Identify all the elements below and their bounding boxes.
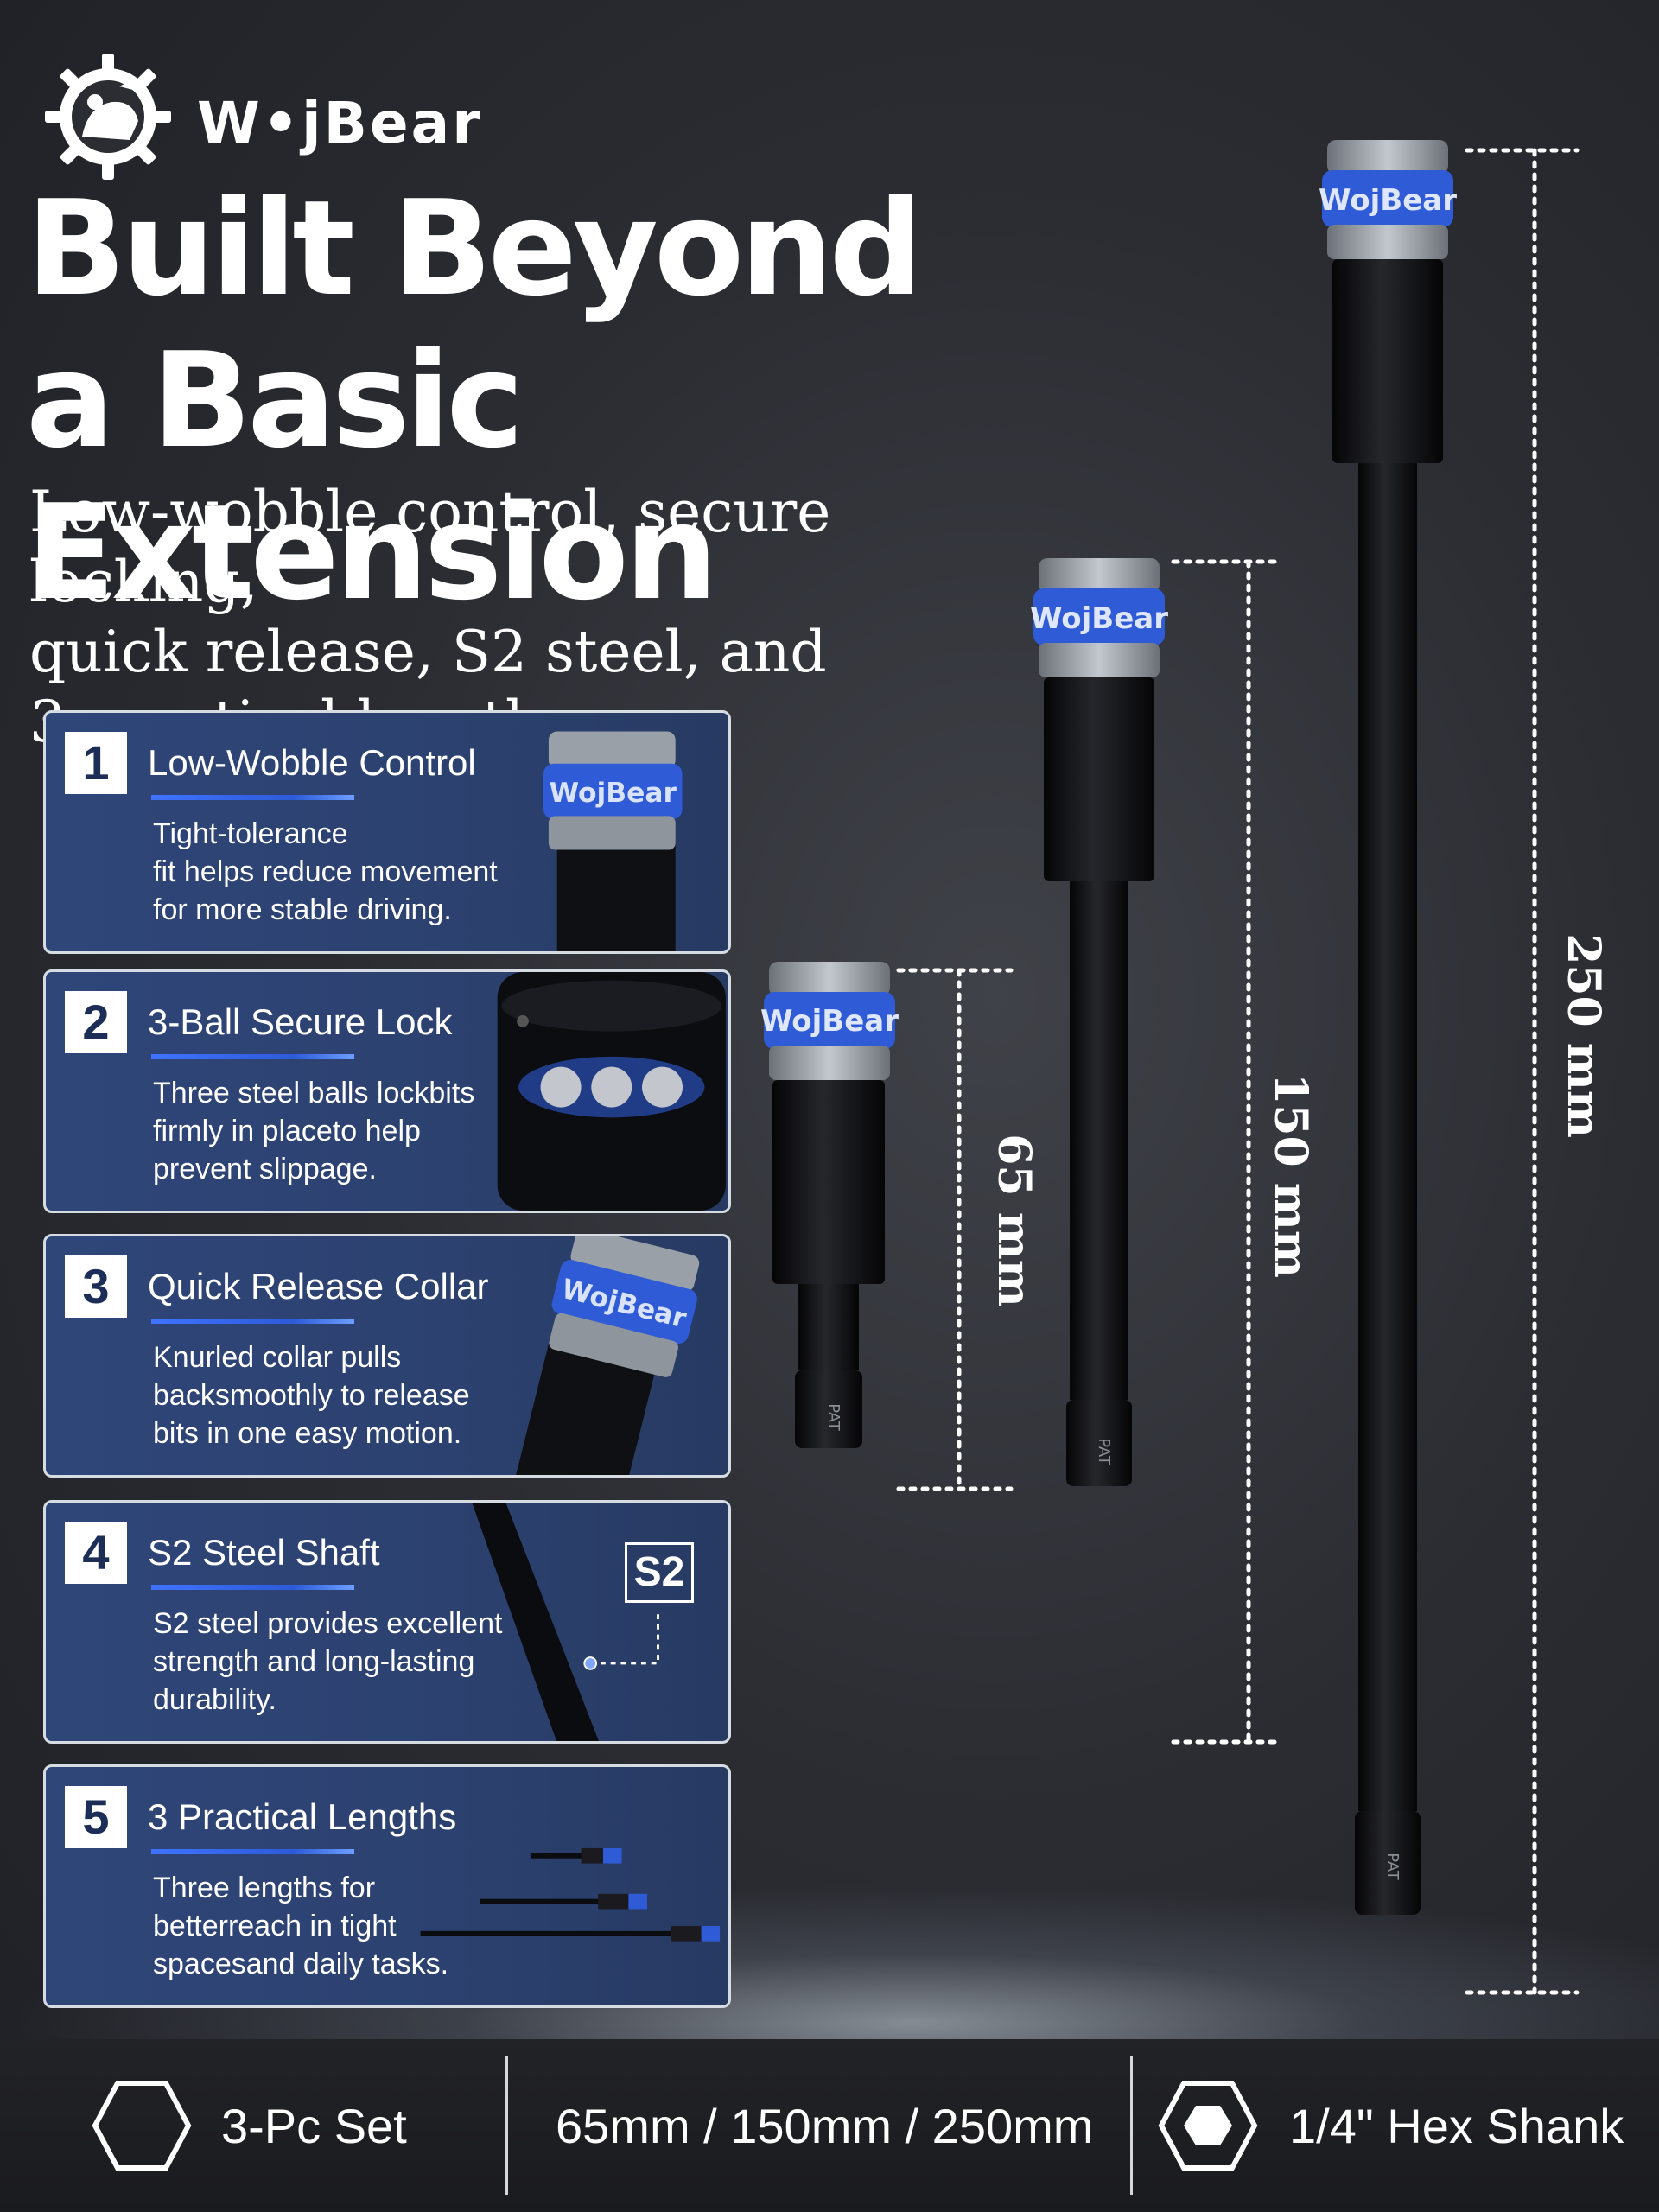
bear-gear-logo-icon <box>45 54 171 180</box>
feature-title-underline <box>151 1585 354 1590</box>
hexagon-outline-icon <box>92 2081 192 2171</box>
bottom-divider <box>1130 2056 1133 2195</box>
svg-text:WojBear: WojBear <box>1319 183 1457 218</box>
set-count-text: 3-Pc Set <box>221 2098 407 2153</box>
set-count-item: 3-Pc Set <box>90 2039 407 2212</box>
bottom-divider <box>505 2056 508 2195</box>
svg-text:WojBear: WojBear <box>760 1004 899 1039</box>
medium-extension-bar: WojBear PAT <box>1030 558 1168 1486</box>
svg-text:PAT: PAT <box>1383 1853 1402 1881</box>
feature-title: Quick Release Collar <box>148 1266 489 1306</box>
feature-title-underline <box>151 1319 354 1324</box>
dimension-label-65: 65 mm <box>987 1134 1040 1307</box>
feature-card-ball-lock: 2 3-Ball Secure Lock Three steel balls l… <box>43 969 731 1213</box>
brand-name: W•jBear <box>197 90 483 156</box>
feature-number: 5 <box>65 1786 127 1848</box>
s2-badge: S2 <box>625 1542 694 1603</box>
steel-shaft-image <box>472 1503 659 1741</box>
headline-line-2: a Basic Extension <box>26 324 718 629</box>
feature-title-underline <box>151 1849 354 1854</box>
subheadline-line-2: quick release, S2 steel, and <box>29 619 827 685</box>
feature-description: Three lengths for betterreach in tight s… <box>153 1872 449 1980</box>
dimension-label-150: 150 mm <box>1263 1073 1317 1278</box>
bottom-info-bar: 3-Pc Set 65mm / 150mm / 250mm 1/4" Hex S… <box>0 2039 1659 2212</box>
subheadline-line-1: Low-wobble control, secure locking, <box>29 479 831 615</box>
feature-title: S2 Steel Shaft <box>148 1532 380 1573</box>
headline-line-1: Built Beyond <box>26 172 923 325</box>
feature-title: Low-Wobble Control <box>148 742 476 783</box>
shank-text: 1/4" Hex Shank <box>1289 2098 1624 2153</box>
feature-number: 3 <box>65 1255 127 1318</box>
headline: Built Beyond a Basic Extension <box>26 173 1063 629</box>
feature-card-quick-release: 3 Quick Release Collar Knurled collar pu… <box>43 1234 731 1478</box>
feature-card-low-wobble: 1 Low-Wobble Control Tight-tolerance fit… <box>43 710 731 954</box>
short-extension-bar: WojBear PAT <box>760 962 899 1448</box>
collar-closeup-image: WojBear <box>543 731 683 951</box>
feature-number: 1 <box>65 732 127 794</box>
feature-description: Knurled collar pulls backsmoothly to rel… <box>153 1341 470 1450</box>
shank-item: 1/4" Hex Shank <box>1156 2039 1624 2212</box>
feature-card-lengths: 5 3 Practical Lengths Three lengths for … <box>43 1764 731 2008</box>
feature-title-underline <box>151 795 354 800</box>
svg-text:WojBear: WojBear <box>1030 601 1168 636</box>
dimension-label-250: 250 mm <box>1556 933 1610 1138</box>
three-lengths-thumbnail-image <box>420 1847 721 1942</box>
dimension-lines <box>896 148 1580 1995</box>
lengths-text: 65mm / 150mm / 250mm <box>556 2098 1094 2153</box>
feature-number: 4 <box>65 1522 127 1584</box>
feature-description: Tight-tolerance fit helps reduce movemen… <box>153 817 498 926</box>
hex-shank-icon <box>1158 2081 1258 2171</box>
feature-description: S2 steel provides excellent strength and… <box>153 1607 503 1716</box>
svg-text:WojBear: WojBear <box>550 778 677 809</box>
feature-title: 3 Practical Lengths <box>148 1796 457 1837</box>
feature-title: 3-Ball Secure Lock <box>148 1001 453 1042</box>
svg-text:PAT: PAT <box>1095 1438 1113 1466</box>
feature-description: Three steel balls lockbits firmly in pla… <box>153 1077 475 1185</box>
feature-card-s2-steel: 4 S2 Steel Shaft S2 steel provides excel… <box>43 1500 731 1744</box>
brand-header: W•jBear <box>43 52 493 181</box>
feature-title-underline <box>151 1054 354 1059</box>
feature-number: 2 <box>65 991 127 1053</box>
svg-text:PAT: PAT <box>824 1403 842 1432</box>
ball-lock-closeup-image <box>497 972 726 1211</box>
tilted-collar-image: WojBear <box>512 1236 700 1475</box>
extension-bars-illustration: WojBear PAT WojBear PAT WojBear PAT <box>760 140 1580 1995</box>
lengths-item: 65mm / 150mm / 250mm <box>556 2039 1093 2212</box>
long-extension-bar: WojBear PAT <box>1319 140 1457 1915</box>
